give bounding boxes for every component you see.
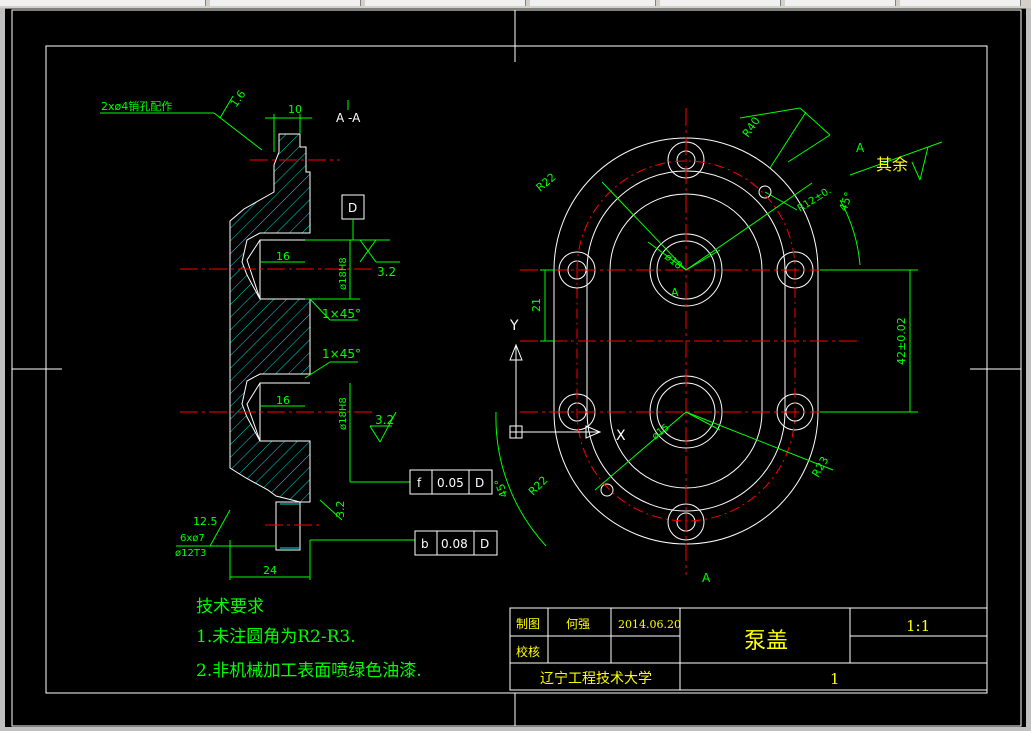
axis-y: Y	[509, 318, 519, 334]
window-tab[interactable]	[660, 0, 781, 6]
notes-heading: 技术要求	[196, 597, 264, 617]
dim-phi18: ø18	[662, 252, 684, 272]
school-name: 辽宁工程技术大学	[540, 670, 652, 687]
window-tab-strip	[0, 0, 1031, 9]
tol-f-value: 0.05	[437, 476, 464, 490]
thread-spec: 6xø7	[180, 533, 205, 544]
bore-depth-2: 16	[276, 394, 290, 407]
window-frame-left	[0, 8, 5, 731]
angle-45-bottom: 45°	[492, 477, 511, 500]
title-block[interactable]: 制图 何强 2014.06.20 校核 泵盖 1:1 辽宁工程技术大学 1	[509, 607, 988, 691]
section-mark-bottom: A	[702, 571, 711, 585]
technical-notes: 技术要求 1.未注圆角为R2-R3. 2.非机械加工表面喷绿色油漆.	[196, 597, 422, 681]
dim-r22-top: R22	[534, 170, 559, 194]
angle-45-top: 45°	[837, 190, 856, 213]
bore-dia-2: ø18H8	[338, 397, 349, 430]
surface-rest: 其余	[876, 155, 908, 174]
thread-cbore: ø12T3	[175, 548, 206, 559]
center-mark: A	[671, 286, 679, 299]
window-tab[interactable]	[785, 0, 896, 6]
window-frame-right	[1026, 8, 1031, 731]
dim-r12: R12±0.	[796, 185, 834, 214]
dim-42: 42±0.02	[895, 317, 908, 365]
section-view[interactable]: 2xø4销孔配作 10 1.6 A -A D 16 16 ø18H8 ø18H8…	[100, 88, 498, 580]
chamfer-1: 1×45°	[322, 307, 361, 321]
datum-d: D	[348, 201, 357, 215]
roughness-2: 3.2	[375, 413, 394, 427]
dim-phi15: ø15	[650, 422, 672, 442]
dim-angle: 1.6	[228, 88, 249, 110]
roughness-3: 3.2	[334, 501, 347, 519]
hole-note: 2xø4销孔配作	[101, 99, 172, 113]
scale: 1:1	[906, 617, 930, 635]
window-frame-bottom	[0, 727, 1031, 731]
window-tab[interactable]	[530, 0, 656, 6]
bore-depth-1: 16	[276, 250, 290, 263]
dim-r40: R40	[740, 115, 763, 140]
thread-pitch: 12.5	[193, 515, 218, 528]
bore-dia-1: ø18H8	[338, 257, 349, 290]
chamfer-2: 1×45°	[322, 347, 361, 361]
surface-rest-letter: A	[856, 141, 865, 155]
section-label: A -A	[336, 111, 361, 125]
drawn-label: 制图	[516, 617, 540, 631]
window-tab[interactable]	[210, 0, 361, 6]
sheet-frame	[11, 9, 1022, 727]
axis-x: X	[616, 428, 626, 444]
drawn-date: 2014.06.20	[618, 618, 681, 631]
section-hatch	[229, 133, 311, 503]
tol-b-value: 0.08	[441, 537, 468, 551]
tol-b-symbol: b	[421, 537, 429, 551]
part-name: 泵盖	[744, 629, 788, 654]
notes-item-1: 1.未注圆角为R2-R3.	[196, 627, 356, 647]
tol-f-datum: D	[475, 476, 484, 490]
dim-21: 21	[530, 298, 543, 312]
tol-b-datum: D	[480, 537, 489, 551]
tol-f-symbol: f	[417, 476, 422, 490]
overall-width: 24	[263, 564, 277, 577]
checked-label: 校核	[516, 644, 540, 659]
notes-item-2: 2.非机械加工表面喷绿色油漆.	[196, 661, 422, 681]
drawn-name: 何强	[566, 617, 590, 631]
window-tab[interactable]	[900, 0, 1021, 6]
plan-view[interactable]: R40 R22 R22 R23 R12±0. ø18 ø15 45° 45° 2…	[492, 107, 943, 585]
dim-r22-bottom: R22	[526, 474, 550, 498]
dim-top: 10	[288, 103, 302, 116]
window-tab[interactable]	[365, 0, 526, 6]
dim-r23: R23	[809, 454, 831, 479]
sheet-number: 1	[830, 670, 840, 688]
window-tab[interactable]	[0, 0, 206, 6]
roughness-1: 3.2	[377, 265, 396, 279]
